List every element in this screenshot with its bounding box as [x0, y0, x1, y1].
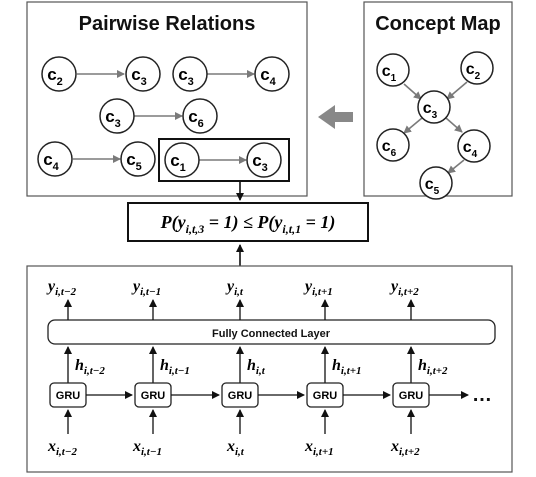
rnn-step-t-plus-2: yi,t+2 hi,t+2 GRU xi,t+2 [389, 278, 448, 458]
rnn-step-t-minus-2: yi,t−2 hi,t−2 GRU xi,t−2 [46, 278, 105, 458]
input-label: xi,t−2 [47, 438, 78, 458]
node-label: c3 [105, 107, 121, 130]
output-label: yi,t−1 [131, 278, 161, 298]
edge-c1-c3 [403, 83, 422, 100]
rnn-panel-border [26, 265, 513, 473]
node-label: c4 [260, 65, 276, 88]
node-circle [254, 56, 290, 92]
rnn-panel: Fully Connected Layer yi,t−2 hi,t−2 GRU … [26, 265, 513, 473]
node-circle [99, 98, 135, 134]
node-label: c5 [425, 176, 440, 197]
node-label: c4 [43, 150, 59, 173]
concept-map-border [363, 1, 513, 197]
edge-c3-c4 [445, 117, 463, 133]
output-label: yi,t+1 [303, 278, 333, 298]
node-label: c3 [131, 65, 147, 88]
gru-label: GRU [56, 390, 81, 402]
node-label: c3 [423, 100, 438, 121]
node-circle [172, 56, 208, 92]
output-label: yi,t+2 [389, 278, 419, 298]
node-label: c5 [126, 150, 142, 173]
constraint-formula: P(yi,t,3 = 1) ≤ P(yi,t,1 = 1) [127, 202, 369, 242]
edge-c4-c5 [447, 159, 465, 174]
hidden-label: hi,t−2 [75, 357, 105, 377]
pair-c3-c6: c3 c6 [99, 98, 218, 134]
constraint-box [127, 202, 369, 242]
input-label: xi,t [226, 438, 245, 458]
node-label: c3 [178, 65, 194, 88]
input-label: xi,t+2 [390, 438, 420, 458]
node-label: c4 [463, 139, 478, 160]
constraint-text: P(yi,t,3 = 1) ≤ P(yi,t,1 = 1) [160, 212, 336, 236]
gru-label: GRU [313, 390, 338, 402]
pair-c1-c3-highlighted: c1 c3 [158, 138, 290, 182]
hidden-label: hi,t+1 [332, 357, 362, 377]
fully-connected-layer [47, 319, 496, 345]
node-label: c2 [466, 61, 481, 82]
gru-label: GRU [228, 390, 253, 402]
node-label: c6 [188, 107, 204, 130]
input-label: xi,t−1 [132, 438, 162, 458]
pairwise-title: Pairwise Relations [79, 13, 256, 35]
hidden-label: hi,t [247, 357, 266, 377]
node-circle [41, 56, 77, 92]
gru-label: GRU [399, 390, 424, 402]
map-to-pairs-arrow-icon [318, 105, 353, 129]
edge-c3-c6 [403, 117, 423, 134]
ellipsis: … [472, 384, 492, 406]
edge-c2-c3 [446, 81, 468, 100]
rnn-step-t: yi,t hi,t GRU xi,t [221, 278, 266, 458]
rnn-step-t-minus-1: yi,t−1 hi,t−1 GRU xi,t−1 [131, 278, 190, 458]
pair-c3-c4: c3 c4 [172, 56, 290, 92]
concept-map-panel: Concept Map c1 c2 c3 c6 c4 c5 [363, 1, 513, 200]
fc-layer-label: Fully Connected Layer [212, 328, 331, 340]
pair-c4-c5: c4 c5 [37, 141, 156, 177]
pair-c2-c3: c2 c3 [41, 56, 161, 92]
hidden-label: hi,t−1 [160, 357, 190, 377]
output-label: yi,t−2 [46, 278, 77, 298]
node-circle [246, 142, 282, 178]
concept-map-title: Concept Map [375, 13, 501, 35]
node-label: c3 [252, 151, 268, 174]
node-circle [376, 53, 410, 87]
gru-label: GRU [141, 390, 166, 402]
hidden-label: hi,t+2 [418, 357, 448, 377]
node-label: c1 [170, 151, 186, 174]
node-circle [37, 141, 73, 177]
input-label: xi,t+1 [304, 438, 334, 458]
node-circle [376, 128, 410, 162]
rnn-step-t-plus-1: yi,t+1 hi,t+1 GRU xi,t+1 [303, 278, 362, 458]
pairwise-relations-panel: Pairwise Relations c2 c3 c3 c4 c3 c6 [26, 1, 308, 197]
node-circle [457, 129, 491, 163]
node-circle [120, 141, 156, 177]
node-circle [419, 166, 453, 200]
node-circle [164, 142, 200, 178]
output-label: yi,t [225, 278, 244, 298]
node-label: c6 [382, 138, 397, 159]
node-label: c2 [47, 65, 63, 88]
node-circle [417, 90, 451, 124]
node-circle [182, 98, 218, 134]
node-circle [460, 51, 494, 85]
node-circle [125, 56, 161, 92]
node-label: c1 [382, 63, 397, 84]
highlight-box [158, 138, 290, 182]
